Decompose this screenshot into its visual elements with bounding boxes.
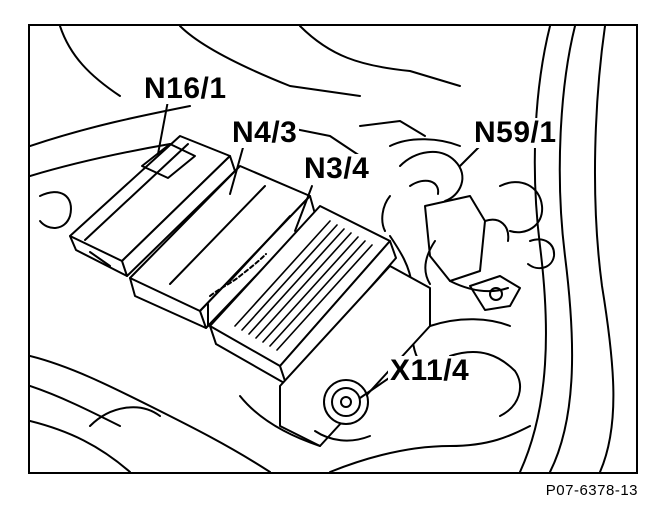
tray-x11-4 [239, 265, 431, 447]
background-contours [30, 26, 615, 472]
figure-reference: P07-6378-13 [545, 482, 638, 499]
label-n4-3: N4/3 [230, 116, 300, 149]
engine-compartment-drawing [30, 26, 615, 472]
label-x11-4: X11/4 [388, 354, 472, 387]
label-n59-1: N59/1 [472, 116, 559, 149]
module-n16-1 [69, 135, 236, 277]
label-n3-4: N3/4 [302, 152, 372, 185]
harness-n59-1 [381, 150, 510, 293]
diagram-frame: N16/1 N4/3 N3/4 N59/1 X11/4 [28, 24, 638, 474]
module-n3-4 [209, 205, 397, 385]
label-n16-1: N16/1 [142, 72, 229, 105]
